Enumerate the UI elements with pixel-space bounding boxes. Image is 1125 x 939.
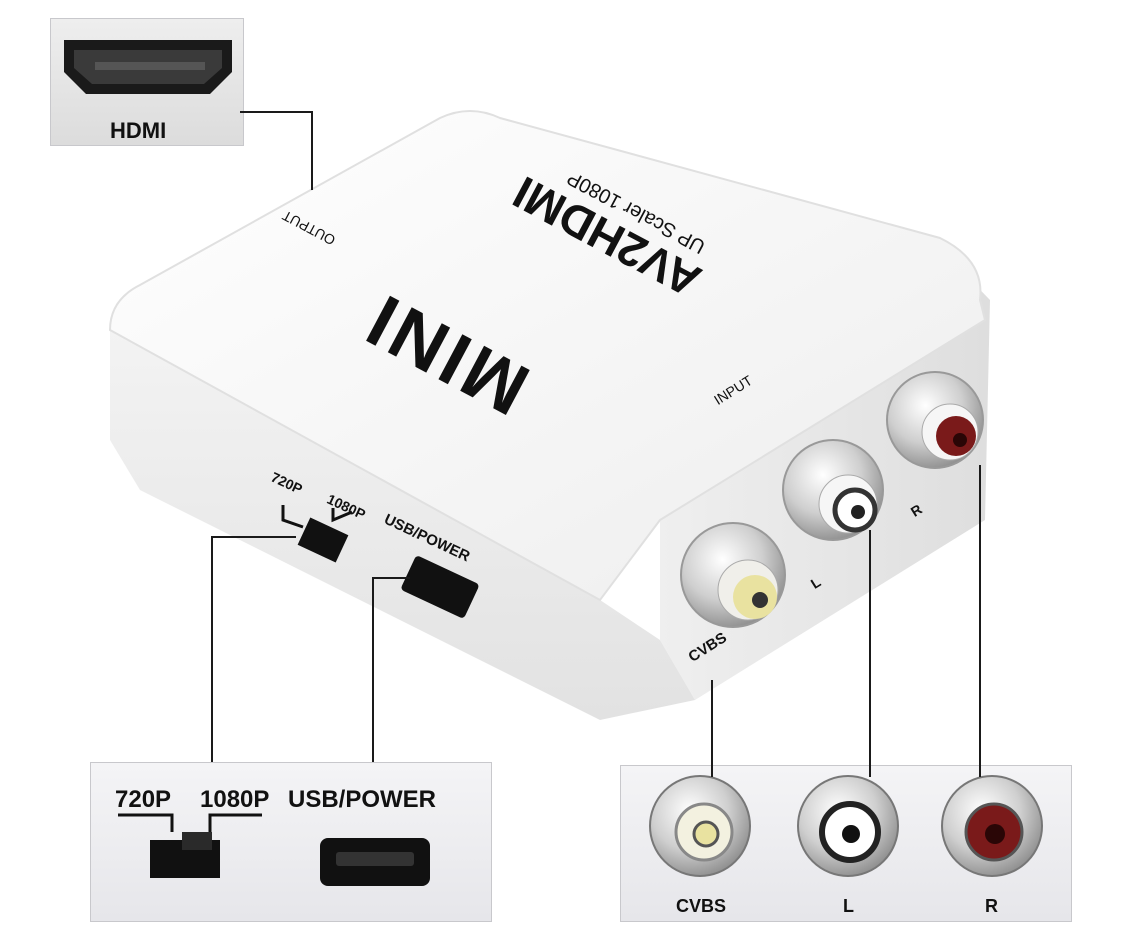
resolution-switch bbox=[297, 517, 349, 563]
hdmi-label: HDMI bbox=[110, 118, 167, 143]
cvbs-label: CVBS bbox=[676, 896, 727, 916]
device-jack-r bbox=[886, 371, 984, 469]
switch-1080-label: 1080P bbox=[200, 786, 270, 813]
usb-label: USB/POWER bbox=[288, 786, 437, 813]
closeup-jack-cvbs bbox=[649, 775, 751, 877]
leader-line-hdmi bbox=[240, 111, 313, 190]
leader-line-usb bbox=[372, 577, 410, 762]
closeup-jack-r bbox=[941, 775, 1043, 877]
usb-power-port bbox=[401, 556, 479, 618]
switch-720-label: 720P bbox=[115, 786, 172, 813]
hdmi-port-closeup bbox=[64, 40, 232, 94]
device-front-face bbox=[110, 330, 695, 720]
l-label: L bbox=[843, 896, 854, 916]
closeup-jack-l bbox=[797, 775, 899, 877]
device-jack-cvbs bbox=[680, 522, 786, 628]
r-label: R bbox=[985, 896, 998, 916]
device-top-face bbox=[108, 110, 987, 602]
device-jack-l bbox=[782, 439, 884, 541]
leader-line-switch bbox=[211, 536, 296, 762]
